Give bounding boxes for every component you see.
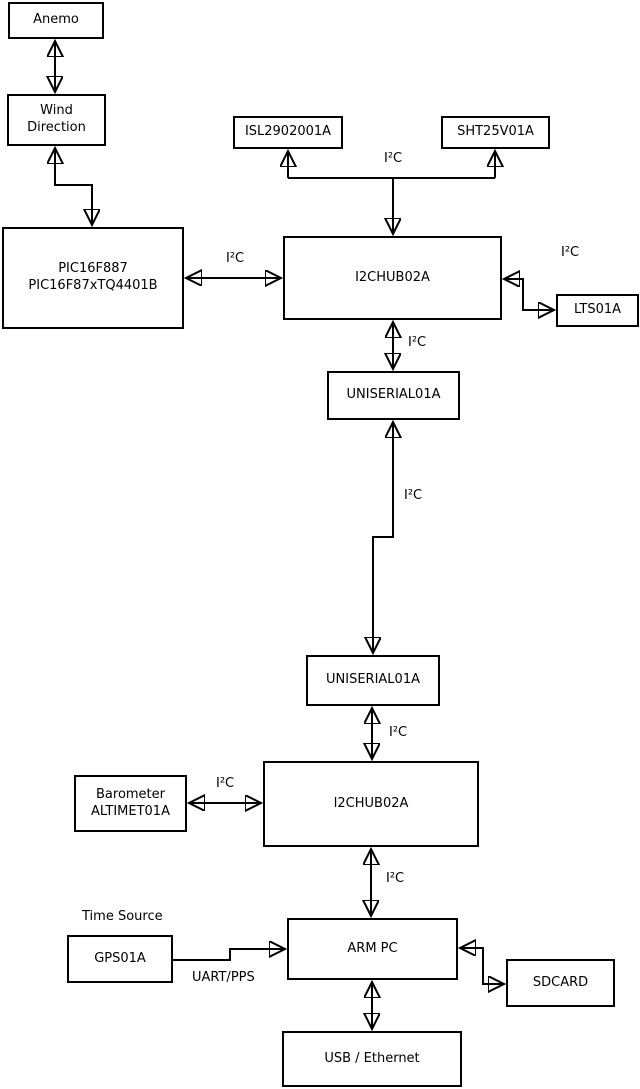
edge-label-i2c-uniserial-link: I²C — [404, 488, 423, 503]
node-i2chub02a-1-label: I2CHUB02A — [355, 269, 430, 285]
edge-label-time-source: Time Source — [82, 909, 163, 924]
node-uniserial01a-2-label: UNISERIAL01A — [326, 672, 420, 688]
edge-label-i2c-hub2-armpc: I²C — [386, 871, 405, 886]
node-uniserial01a-1: UNISERIAL01A — [327, 371, 460, 420]
node-sdcard: SDCARD — [506, 959, 615, 1007]
node-sht25v01a-label: SHT25V01A — [457, 124, 534, 140]
edge-uniserial1-uniserial2 — [373, 422, 393, 653]
node-arm-pc: ARM PC — [287, 918, 458, 980]
edge-label-i2c-top-bus: I²C — [384, 151, 403, 166]
edge-label-i2c-hub1-uniserial1: I²C — [408, 335, 427, 350]
node-gps01a-label: GPS01A — [94, 950, 146, 966]
edge-label-i2c-barometer-hub2: I²C — [216, 776, 235, 791]
edge-winddirection-pic — [55, 148, 92, 225]
node-wind-direction-label-line2: Direction — [27, 120, 86, 135]
node-i2chub02a-2-label: I2CHUB02A — [333, 795, 409, 811]
node-sht25v01a: SHT25V01A — [441, 116, 550, 149]
node-anemo-label: Anemo — [33, 12, 79, 28]
node-isl2902001a: ISL2902001A — [233, 116, 343, 149]
node-i2chub02a-1: I2CHUB02A — [283, 236, 502, 320]
node-uniserial01a-1-label: UNISERIAL01A — [346, 387, 441, 403]
edge-label-i2c-uniserial2-hub2: I²C — [389, 725, 408, 740]
node-lts01a: LTS01A — [556, 294, 639, 327]
node-barometer-label-line1: Barometer — [96, 786, 165, 802]
node-wind-direction: Wind Direction — [7, 94, 106, 146]
edge-armpc-sdcard — [460, 948, 504, 984]
node-arm-pc-label: ARM PC — [347, 940, 398, 956]
node-pic16f887-label-line2: PIC16F87xTQ4401B — [28, 278, 158, 293]
node-pic16f887: PIC16F887 PIC16F87xTQ4401B — [2, 227, 184, 329]
node-anemo: Anemo — [8, 2, 104, 39]
node-wind-direction-label-line1: Wind — [40, 103, 73, 119]
node-sdcard-label: SDCARD — [532, 974, 589, 990]
node-pic16f887-label-line1: PIC16F887 — [58, 261, 128, 277]
node-usb-ethernet: USB / Ethernet — [282, 1031, 462, 1087]
node-barometer: Barometer ALTIMET01A — [74, 775, 187, 832]
node-gps01a: GPS01A — [67, 935, 173, 983]
node-lts01a-label: LTS01A — [573, 302, 622, 318]
node-uniserial01a-2: UNISERIAL01A — [306, 655, 440, 706]
edge-label-uart-pps: UART/PPS — [192, 970, 255, 985]
node-i2chub02a-2: I2CHUB02A — [263, 761, 479, 847]
node-barometer-label-line2: ALTIMET01A — [91, 803, 170, 819]
edge-label-i2c-hub1-lts: I²C — [561, 245, 580, 260]
edge-i2chub1-lts01a — [504, 279, 554, 310]
edge-label-i2c-pic-hub1: I²C — [226, 251, 245, 266]
edge-gps01a-armpc — [173, 949, 285, 961]
node-isl2902001a-label: ISL2902001A — [244, 124, 332, 140]
node-usb-ethernet-label: USB / Ethernet — [324, 1050, 420, 1066]
